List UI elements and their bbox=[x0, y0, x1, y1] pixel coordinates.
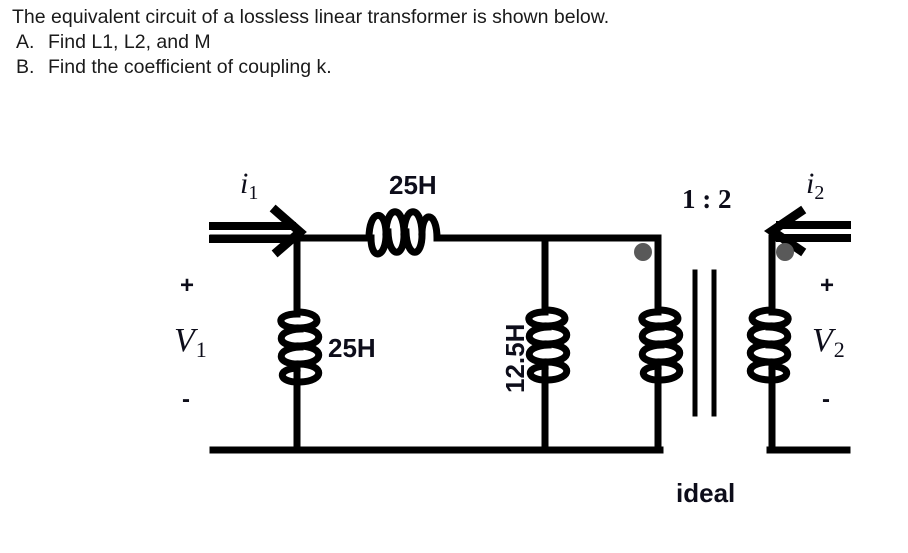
label-voltage-v2-symbol: V bbox=[812, 322, 833, 359]
label-ideal-transformer: ideal bbox=[676, 478, 736, 508]
label-current-i1: i1 bbox=[240, 167, 258, 205]
current-arrow-i1-head bbox=[269, 204, 307, 258]
label-current-i1-symbol: i bbox=[240, 167, 249, 200]
statement-item-b-text: Find the coefficient of coupling k. bbox=[48, 56, 332, 78]
current-arrow-i1 bbox=[209, 222, 296, 243]
label-series-inductor-25h: 25H bbox=[389, 170, 437, 200]
label-voltage-v1: V1 bbox=[174, 322, 207, 363]
label-current-i2: i2 bbox=[806, 167, 824, 205]
transformer-secondary-coil bbox=[746, 306, 792, 394]
transformer-primary-coil bbox=[638, 306, 684, 394]
problem-statement: The equivalent circuit of a lossless lin… bbox=[12, 5, 892, 80]
label-current-i1-subscript: 1 bbox=[248, 182, 259, 204]
label-voltage-v2: V2 bbox=[812, 322, 845, 363]
current-arrow-i2-head bbox=[763, 205, 807, 257]
label-minus-left: - bbox=[182, 386, 190, 413]
series-inductor-coil bbox=[365, 208, 441, 258]
label-shunt-inductor-25h: 25H bbox=[328, 333, 376, 363]
shunt-inductor-middle-coil bbox=[525, 306, 571, 394]
statement-intro: The equivalent circuit of a lossless lin… bbox=[12, 6, 610, 28]
statement-item-b-marker: B. bbox=[16, 56, 35, 78]
label-minus-right: - bbox=[822, 386, 830, 413]
label-turns-ratio: 1 : 2 bbox=[682, 184, 732, 214]
label-voltage-v2-subscript: 2 bbox=[833, 337, 845, 363]
label-plus-right: + bbox=[820, 272, 835, 299]
polarity-dot-primary bbox=[634, 243, 652, 261]
statement-item-a-text: Find L1, L2, and M bbox=[48, 31, 211, 53]
label-current-i2-subscript: 2 bbox=[814, 182, 825, 204]
current-arrow-i2 bbox=[776, 221, 851, 242]
label-shunt-inductor-12-5h: 12.5H bbox=[500, 323, 530, 393]
polarity-dot-secondary bbox=[776, 243, 794, 261]
statement-item-a-marker: A. bbox=[16, 31, 35, 53]
statement-item-b: B. Find the coefficient of coupling k. bbox=[12, 55, 892, 80]
statement-item-a: A. Find L1, L2, and M bbox=[12, 30, 892, 55]
label-voltage-v1-symbol: V bbox=[174, 322, 195, 359]
shunt-inductor-left-coil bbox=[277, 308, 323, 394]
label-plus-left: + bbox=[180, 272, 195, 299]
label-voltage-v1-subscript: 1 bbox=[195, 337, 207, 363]
label-current-i2-symbol: i bbox=[806, 167, 815, 200]
